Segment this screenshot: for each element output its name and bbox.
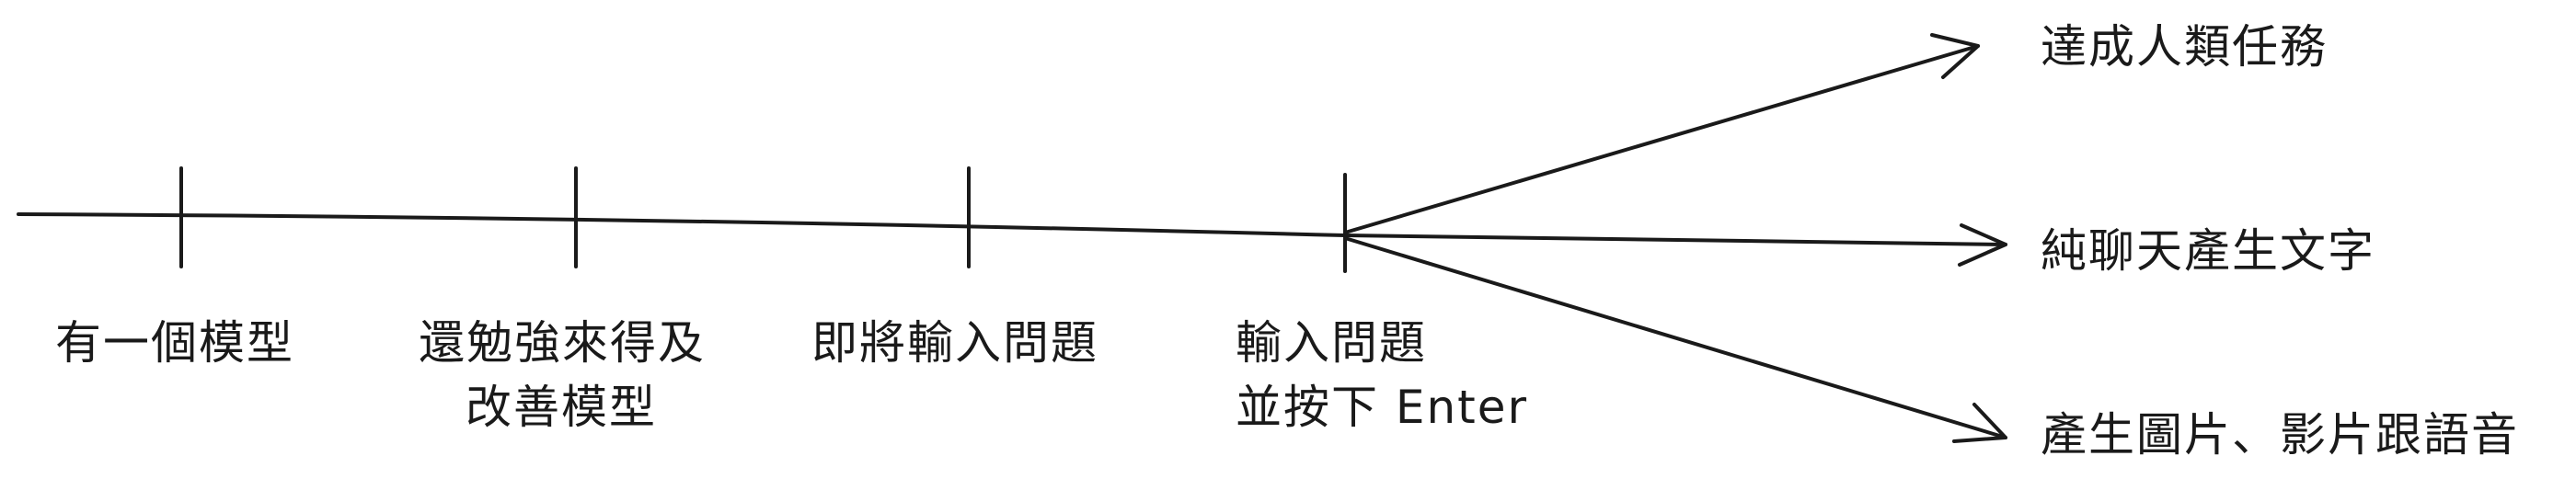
tick-label-about-to-input: 即將輸入問題 [811, 316, 1098, 370]
outcome-label-human-task: 達成人類任務 [2041, 20, 2328, 74]
timeline-line [17, 212, 1347, 237]
tick-label-can-improve-model-line2: 改善模型 [466, 381, 657, 434]
tick-label-has-model: 有一個模型 [55, 316, 294, 370]
tick-label-input-and-enter-line2: 並按下 Enter [1236, 381, 1528, 434]
outcome-label-media: 產生圖片、影片跟語音 [2041, 408, 2519, 462]
outcome-label-chat-text: 純聊天產生文字 [2041, 224, 2375, 278]
arrow-human-task [1343, 44, 1980, 234]
arrow-chat-text [1343, 234, 2007, 246]
arrowhead-chat-text [1958, 223, 2007, 267]
arrow-media [1343, 236, 2007, 439]
arrowhead-human-task [1930, 33, 1980, 79]
tick-label-can-improve-model-line1: 還勉強來得及 [419, 316, 706, 370]
arrowhead-media [1952, 403, 2007, 443]
tick-label-input-and-enter-line1: 輸入問題 [1236, 316, 1427, 370]
